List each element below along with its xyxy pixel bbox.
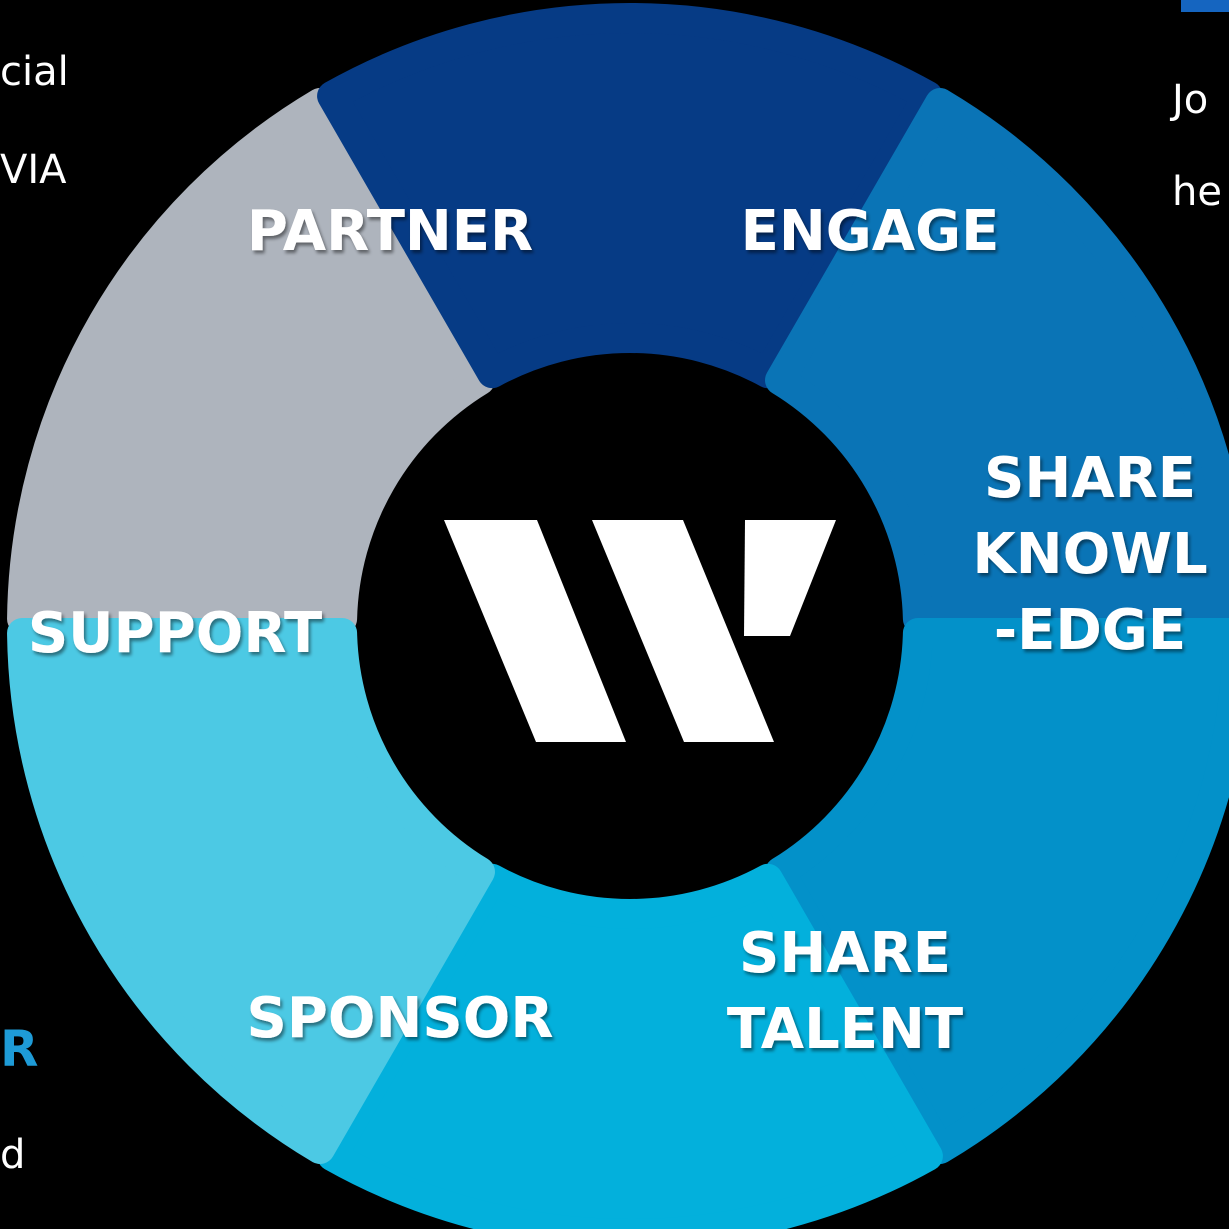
segment-share-talent xyxy=(765,617,1229,1165)
segment-support xyxy=(7,617,495,1165)
fragment-bottom-left-text: d xyxy=(0,1132,26,1178)
segment-label-share-knowledge: SHARE KNOWL -EDGE xyxy=(972,446,1207,663)
segment-label-line: SHARE xyxy=(984,446,1196,511)
segment-label-line: ENGAGE xyxy=(741,199,1000,264)
segment-share-knowledge xyxy=(765,87,1229,635)
fragment-bottom-left-accent: R xyxy=(0,1020,39,1078)
segment-label-line: PARTNER xyxy=(247,199,533,264)
fragment-top-right-1: Jo xyxy=(1172,77,1209,123)
fragment-top-right-2: he xyxy=(1172,169,1222,215)
segment-label-line: SUPPORT xyxy=(28,601,322,666)
segment-engage xyxy=(317,3,943,389)
segment-label-line: KNOWL xyxy=(972,522,1207,587)
fragment-top-left-1: cial xyxy=(0,49,69,95)
segment-partner xyxy=(7,87,495,635)
fragment-top-left-2: VIA xyxy=(0,147,67,193)
segment-label-share-talent: SHARE TALENT xyxy=(727,921,963,1062)
w-logo-icon xyxy=(444,520,836,742)
segment-sponsor xyxy=(317,863,943,1229)
segment-label-line: SPONSOR xyxy=(247,986,554,1051)
segment-label-support: SUPPORT xyxy=(28,601,322,666)
segment-label-line: SHARE xyxy=(739,921,951,986)
segment-label-partner: PARTNER xyxy=(247,199,533,264)
corner-accent-block xyxy=(1181,0,1229,12)
segment-label-line: TALENT xyxy=(727,997,963,1062)
segment-label-engage: ENGAGE xyxy=(741,199,1000,264)
segment-label-line: -EDGE xyxy=(994,598,1186,663)
segment-label-sponsor: SPONSOR xyxy=(247,986,554,1051)
